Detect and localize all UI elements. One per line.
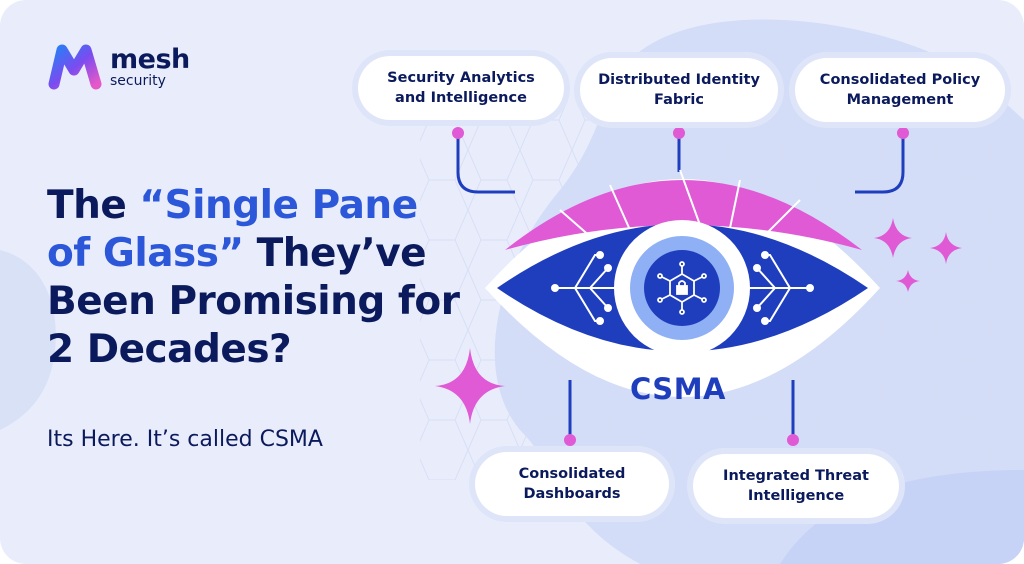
node-label: Integrated Threat Intelligence (723, 468, 869, 504)
subheadline: Its Here. It’s called CSMA (47, 427, 323, 452)
brand-logo[interactable]: mesh security (48, 44, 190, 90)
node-label: Security Analytics and Intelligence (387, 70, 535, 106)
headline: The “Single Pane of Glass” They’ve Been … (47, 182, 467, 374)
csma-label: CSMA (629, 372, 726, 406)
headline-part-1: The (47, 183, 140, 228)
node-label: Distributed Identity Fabric (598, 72, 760, 108)
node-consolidated-dashboards: Consolidated Dashboards (475, 452, 669, 516)
brand-name: mesh (110, 44, 190, 75)
node-distributed-identity: Distributed Identity Fabric (580, 58, 778, 122)
node-consolidated-policy: Consolidated Policy Management (795, 58, 1005, 122)
brand-subtitle: security (110, 73, 166, 89)
node-integrated-threat: Integrated Threat Intelligence (693, 454, 899, 518)
node-label: Consolidated Dashboards (518, 466, 626, 502)
headline-highlight: “Single Pane of Glass” (47, 183, 418, 276)
headline-part-2: They’ve Been Promising for 2 Decades? (47, 231, 460, 372)
node-label: Consolidated Policy Management (819, 72, 981, 108)
mesh-logo-icon (48, 44, 102, 90)
node-security-analytics: Security Analytics and Intelligence (358, 56, 564, 120)
